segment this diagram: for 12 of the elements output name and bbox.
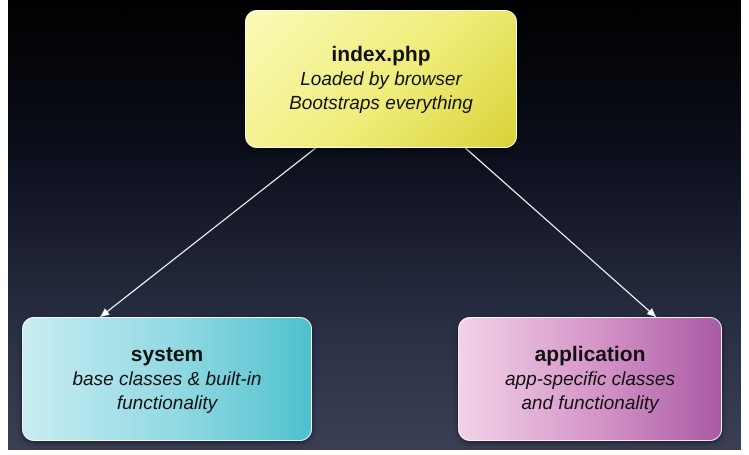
box-description: app-specific classes and functionality bbox=[504, 368, 676, 416]
arrow bbox=[100, 148, 316, 318]
process-box bbox=[245, 10, 517, 148]
box-title: system bbox=[130, 342, 204, 368]
arrow bbox=[464, 148, 656, 318]
box-description: Loaded by browser bbox=[300, 68, 462, 92]
process-box bbox=[458, 317, 722, 441]
box-title: index.php bbox=[331, 42, 431, 68]
box-title: application bbox=[534, 342, 646, 368]
process-box bbox=[22, 317, 312, 441]
box-description: Bootstraps everything bbox=[289, 92, 473, 116]
box-description: base classes & built-in functionality bbox=[71, 368, 263, 416]
